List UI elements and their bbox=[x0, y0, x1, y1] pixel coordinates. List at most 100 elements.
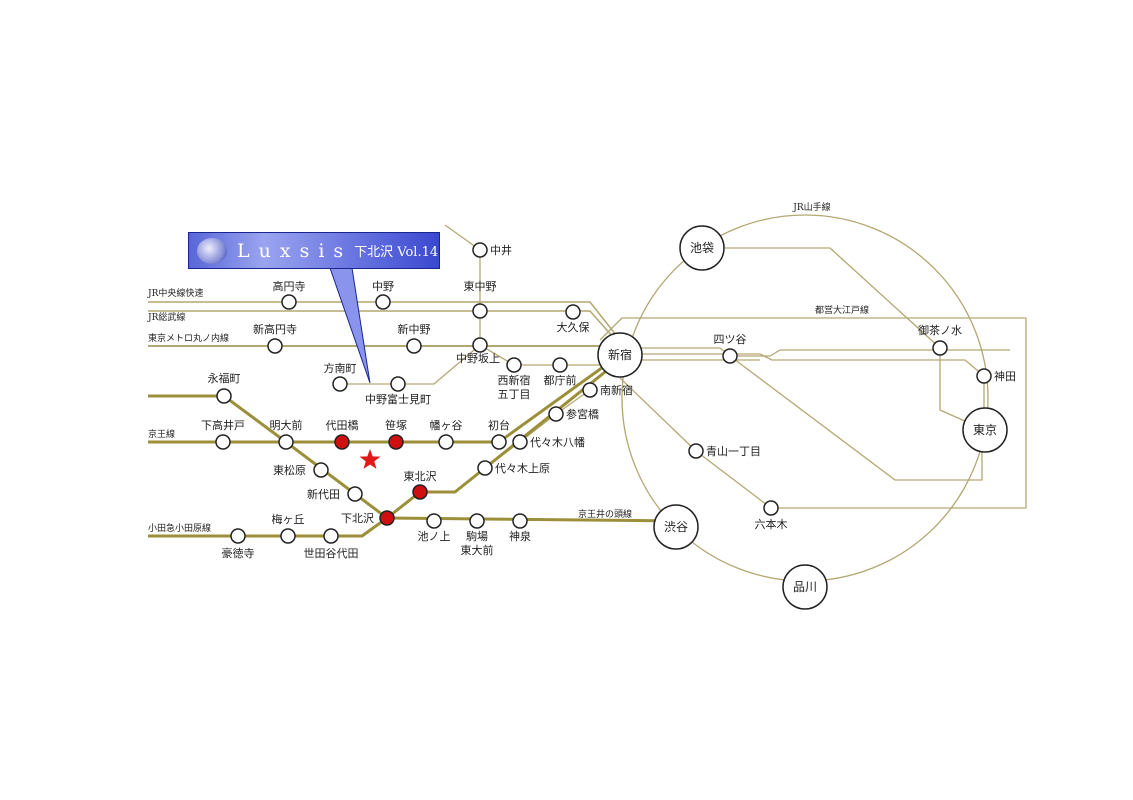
marunouchi-line-east bbox=[640, 353, 985, 430]
station-label-hatsudai: 初台 bbox=[488, 418, 510, 432]
station-marker-nishishinjuku5 bbox=[506, 357, 522, 373]
station-label-ochanomizu: 御茶ノ水 bbox=[918, 323, 962, 337]
line-label-chuo: JR中央線快速 bbox=[147, 287, 203, 299]
station-marker-shibuya bbox=[653, 504, 699, 550]
station-label-nakanofujimicho: 中野富士見町 bbox=[365, 392, 431, 406]
station-marker-yotsuya bbox=[722, 348, 738, 364]
station-marker-eifukucho bbox=[216, 388, 232, 404]
station-marker-tokyo bbox=[962, 407, 1008, 453]
station-marker-okubo bbox=[565, 304, 581, 320]
station-marker-nakano bbox=[375, 294, 391, 310]
station-marker-higashinakano bbox=[472, 303, 488, 319]
station-label-koenji: 高円寺 bbox=[273, 279, 306, 293]
station-label-aoyama1: 青山一丁目 bbox=[706, 445, 761, 458]
station-label-higashikitazawa: 東北沢 bbox=[404, 469, 437, 483]
station-label-tokyo: 東京 bbox=[973, 423, 997, 437]
station-marker-umegaoka bbox=[280, 528, 296, 544]
station-label-nakai: 中井 bbox=[490, 243, 512, 257]
station-label-minamishinjuku: 南新宿 bbox=[600, 383, 633, 397]
station-label-higashinakano: 東中野 bbox=[464, 280, 497, 293]
station-label-honancho: 方南町 bbox=[324, 361, 357, 375]
station-label-ikebukuro: 池袋 bbox=[690, 241, 714, 255]
station-marker-komaba bbox=[469, 513, 485, 529]
station-label-shimokitazawa: 下北沢 bbox=[341, 511, 374, 525]
line-label-oedo: 都営大江戸線 bbox=[815, 304, 869, 316]
station-marker-shinjuku bbox=[597, 332, 643, 378]
station-label-yoyogihachiman: 代々木八幡 bbox=[530, 435, 585, 449]
station-label-higashimatsubara: 東松原 bbox=[273, 463, 306, 477]
hanzomon-line bbox=[619, 377, 772, 509]
station-label-sangubashi: 参宮橋 bbox=[566, 407, 599, 421]
station-label-ikenoue: 池ノ上 bbox=[418, 530, 451, 543]
station-marker-daitabashi bbox=[334, 434, 350, 450]
station-marker-minamishinjuku bbox=[582, 382, 598, 398]
station-marker-nakanosakaue bbox=[472, 337, 488, 353]
line-label-inokashira: 京王井の頭線 bbox=[578, 508, 632, 520]
station-label-komaba: 東大前 bbox=[461, 543, 494, 557]
station-marker-nakanofujimicho bbox=[390, 376, 406, 392]
station-marker-sangubashi bbox=[548, 406, 564, 422]
station-marker-ochanomizu bbox=[932, 340, 948, 356]
station-marker-gotokuji bbox=[230, 528, 246, 544]
line-label-yamanote: JR山手線 bbox=[792, 201, 830, 213]
oedo-line bbox=[599, 317, 1027, 509]
station-label-shinnakano: 新中野 bbox=[398, 322, 431, 336]
station-marker-aoyama1 bbox=[688, 443, 704, 459]
station-label-shinagawa: 品川 bbox=[793, 580, 817, 594]
station-marker-sasazuka bbox=[388, 434, 404, 450]
station-label-meidaimae: 明大前 bbox=[270, 418, 303, 432]
station-marker-tochomae bbox=[552, 357, 568, 373]
station-marker-shimokitazawa bbox=[379, 510, 395, 526]
brand-name: Luxsis bbox=[237, 239, 353, 262]
inokashira-line bbox=[148, 394, 681, 523]
station-label-nishishinjuku5: 西新宿 bbox=[498, 373, 531, 387]
station-label-yotsuya: 四ツ谷 bbox=[714, 333, 747, 346]
station-label-shibuya: 渋谷 bbox=[664, 520, 688, 534]
station-marker-roppongi bbox=[763, 500, 779, 516]
ginza-ish-line bbox=[729, 355, 983, 481]
station-label-nakanosakaue: 中野坂上 bbox=[456, 352, 500, 365]
station-marker-higashikitazawa bbox=[412, 484, 428, 500]
station-marker-shinagawa bbox=[782, 564, 828, 610]
station-label-nakano: 中野 bbox=[372, 280, 394, 293]
station-marker-honancho bbox=[332, 376, 348, 392]
chuo-line-east bbox=[640, 347, 1010, 357]
station-marker-shimotakaido bbox=[215, 434, 231, 450]
station-marker-shinsen bbox=[512, 513, 528, 529]
station-label-eifukucho: 永福町 bbox=[208, 371, 241, 385]
station-label-shimotakaido: 下高井戸 bbox=[201, 418, 245, 432]
station-marker-ikebukuro bbox=[679, 225, 725, 271]
station-marker-yoyogihachiman bbox=[512, 434, 528, 450]
station-label-gotokuji: 豪徳寺 bbox=[222, 546, 255, 560]
station-marker-shinnakano bbox=[406, 338, 422, 354]
property-star-icon bbox=[359, 449, 381, 469]
station-marker-yoyogiuehara bbox=[477, 460, 493, 476]
line-label-keio: 京王線 bbox=[148, 428, 175, 440]
property-subtitle: 下北沢 Vol.14 bbox=[354, 245, 439, 260]
marunouchi-loop-line bbox=[725, 247, 986, 431]
line-label-odakyu: 小田急小田原線 bbox=[148, 522, 211, 534]
station-label-kanda: 神田 bbox=[994, 369, 1016, 383]
station-marker-nakai bbox=[472, 242, 488, 258]
station-label-komaba: 駒場 bbox=[466, 530, 488, 543]
station-marker-ikenoue bbox=[426, 513, 442, 529]
station-label-shinsen: 神泉 bbox=[509, 529, 531, 543]
station-label-roppongi: 六本木 bbox=[755, 517, 788, 531]
station-label-tochomae: 都庁前 bbox=[544, 373, 577, 387]
station-label-sasazuka: 笹塚 bbox=[385, 419, 407, 432]
station-label-okubo: 大久保 bbox=[557, 320, 590, 334]
station-label-shindaita: 新代田 bbox=[307, 487, 340, 501]
station-marker-higashimatsubara bbox=[313, 462, 329, 478]
station-marker-shindaita bbox=[347, 486, 363, 502]
station-label-nishishinjuku5: 五丁目 bbox=[498, 388, 531, 401]
station-marker-setagayadaita bbox=[323, 528, 339, 544]
title-banner: Luxsis 下北沢 Vol.14 bbox=[188, 232, 440, 269]
station-label-yoyogiuehara: 代々木上原 bbox=[495, 462, 550, 475]
station-marker-hatagaya bbox=[438, 434, 454, 450]
station-label-daitabashi: 代田橋 bbox=[326, 418, 359, 432]
sobu-line bbox=[148, 310, 621, 346]
station-marker-koenji bbox=[281, 294, 297, 310]
station-marker-meidaimae bbox=[278, 434, 294, 450]
